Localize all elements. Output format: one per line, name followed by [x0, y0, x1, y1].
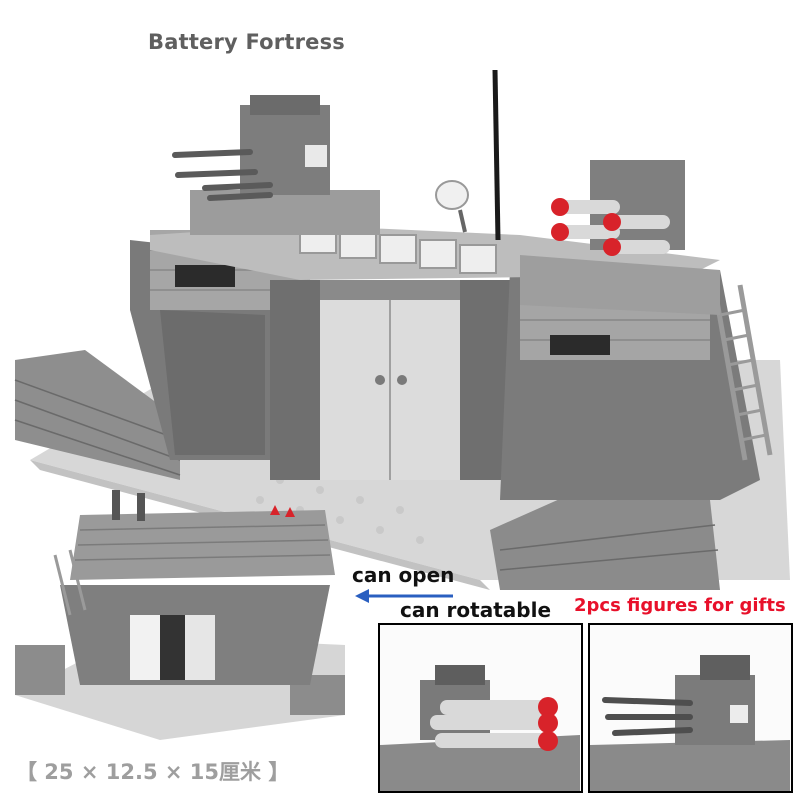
left-rubble-wall: [15, 350, 180, 480]
left-gun-turret: [172, 95, 380, 235]
right-missile-turret: [520, 160, 720, 315]
can-open-label: can open: [352, 563, 455, 587]
antenna: [492, 69, 501, 241]
main-fortress-image: [14, 69, 790, 590]
opened-bunker-image: [15, 490, 345, 740]
missile-turret-closeup: [378, 623, 583, 793]
can-rotatable-label: can rotatable: [400, 598, 552, 622]
small-open-door-right: [185, 615, 215, 680]
gifts-label: 2pcs figures for gifts: [574, 595, 786, 616]
ladder: [712, 284, 773, 461]
product-title: Battery Fortress: [148, 30, 345, 54]
small-left-rubble: [15, 645, 65, 695]
right-gun-slit: [550, 335, 610, 355]
arrow-left-icon: [355, 589, 453, 603]
small-open-door-left: [130, 615, 160, 680]
left-gun-slit: [175, 265, 235, 287]
roof-windows: [299, 224, 497, 274]
open-lid: [70, 510, 335, 580]
gun-turret-closeup: [588, 623, 793, 793]
radar-dish: [435, 180, 469, 210]
dimensions-label: 【 25 × 12.5 × 15厘米 】: [16, 760, 290, 784]
small-ladder: [53, 549, 87, 616]
missile-tips: [551, 198, 621, 256]
small-figures: [112, 490, 145, 521]
